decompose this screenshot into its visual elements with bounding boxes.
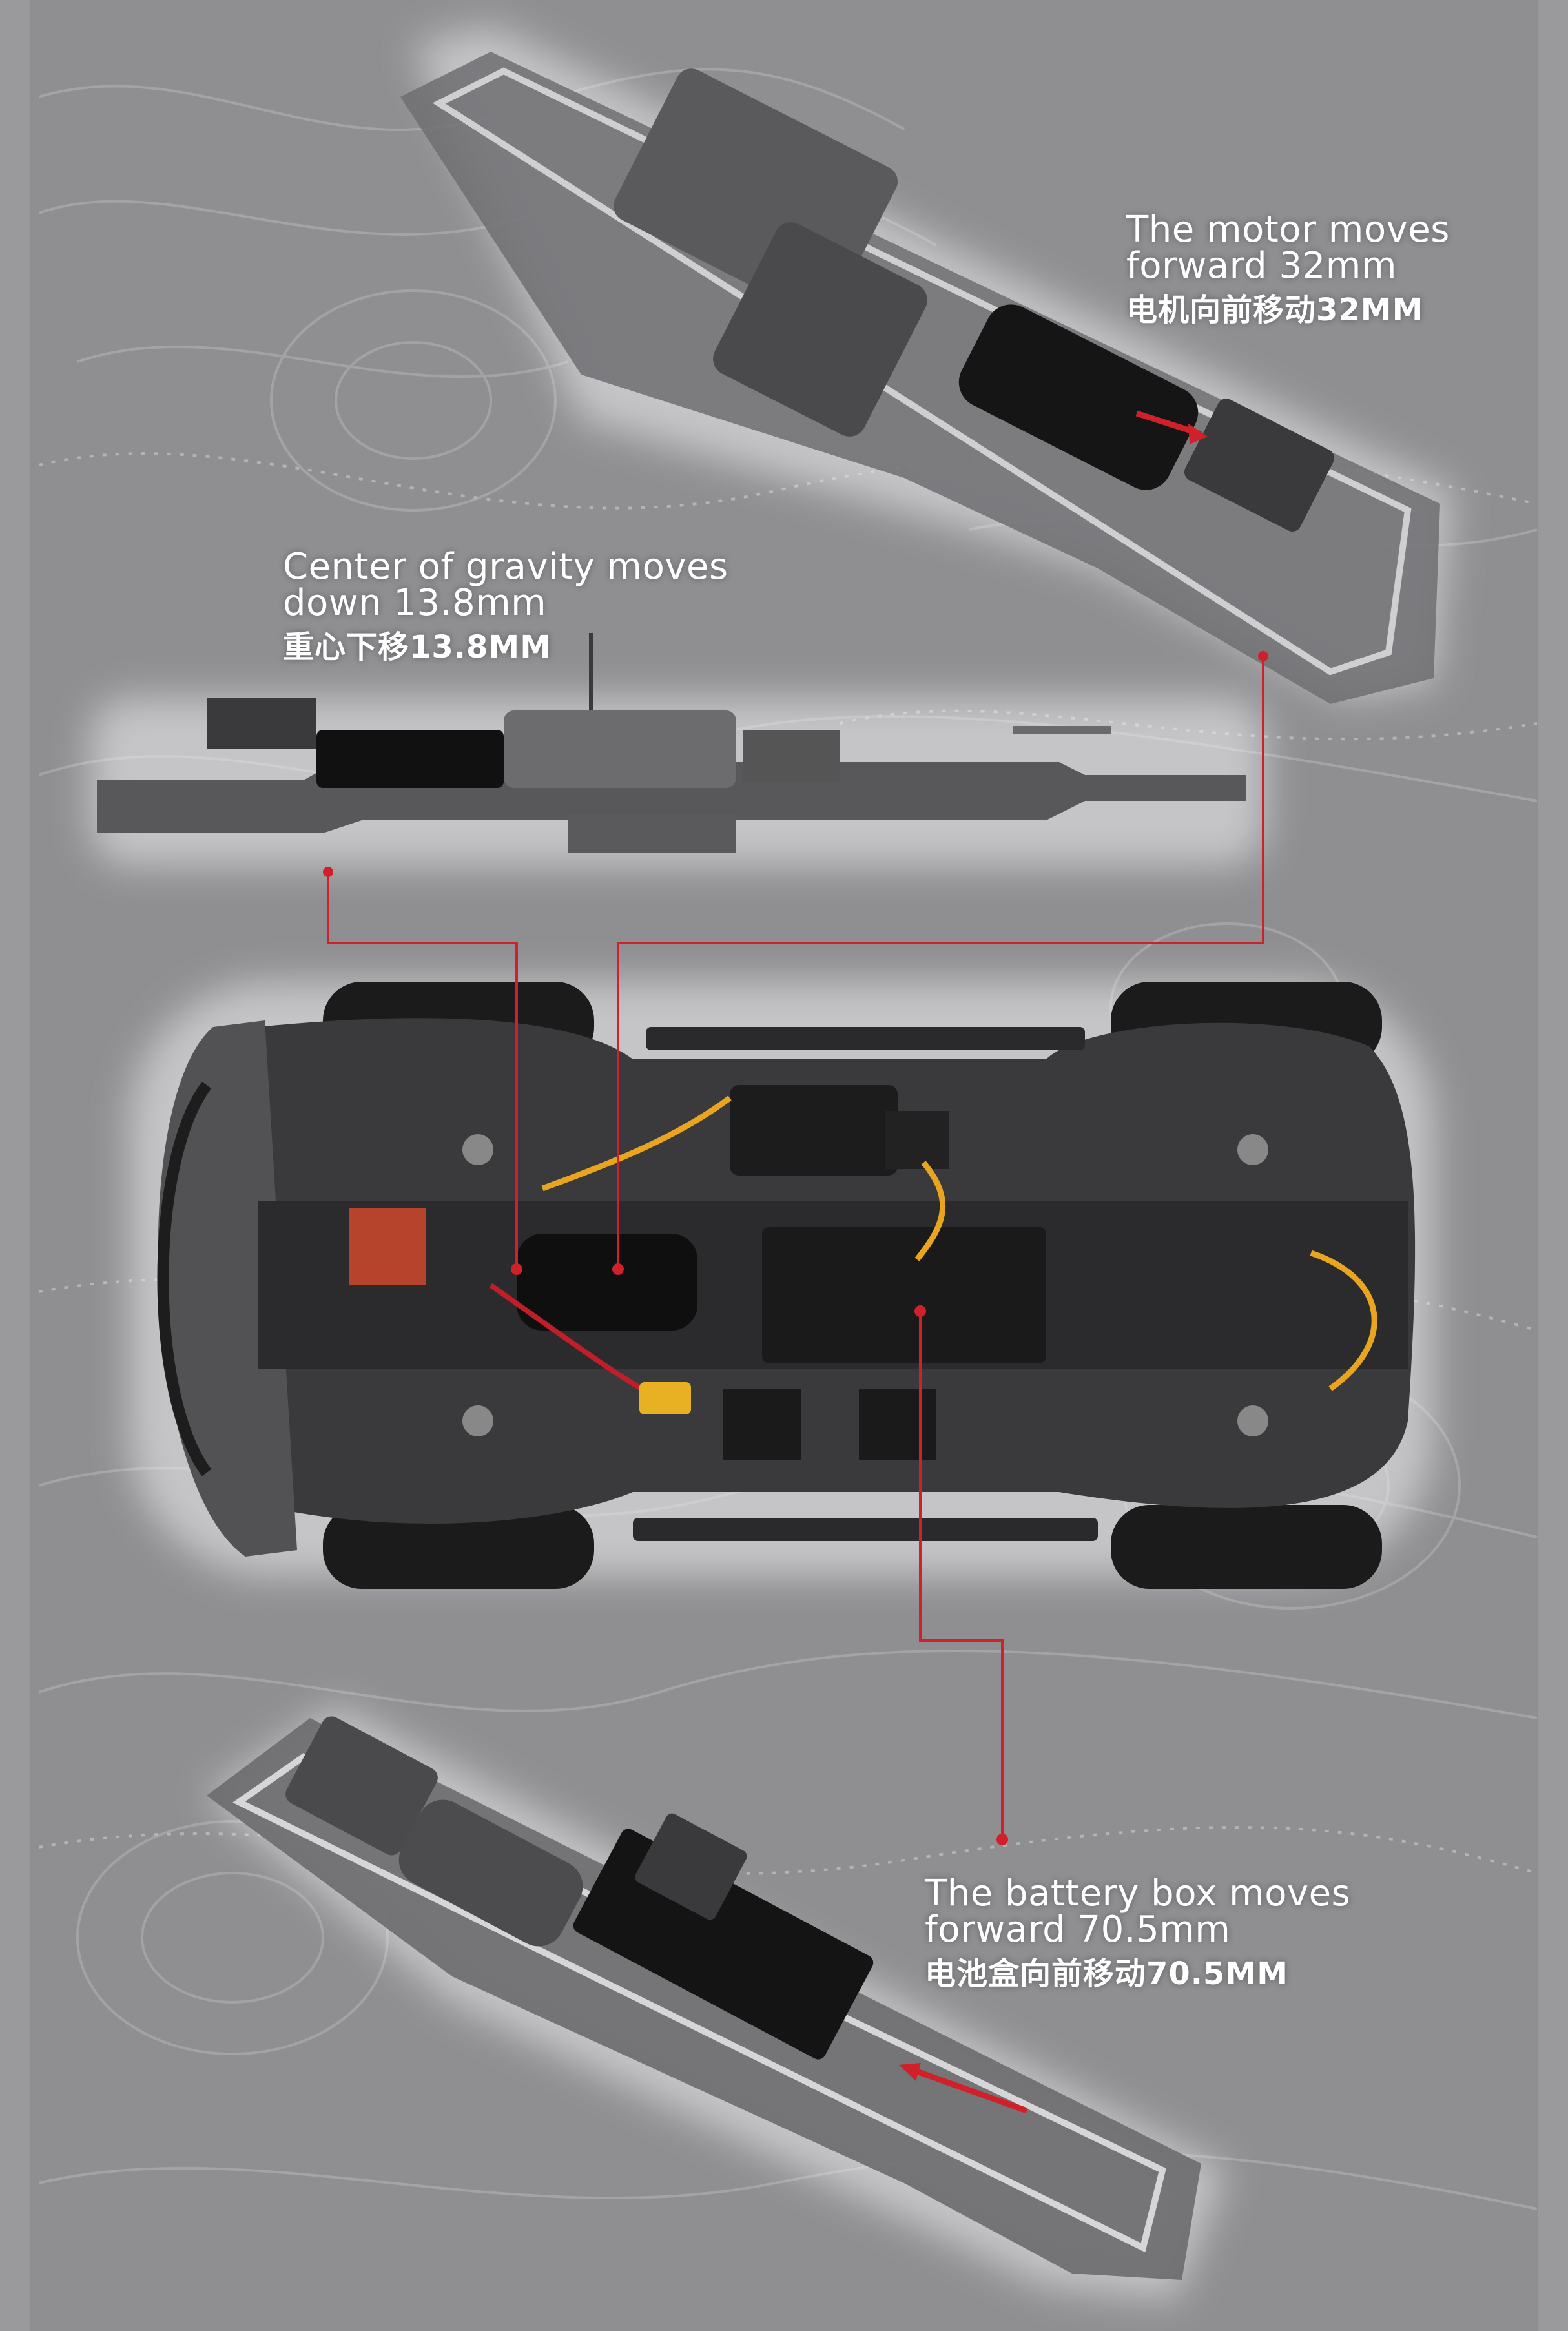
callout-lines bbox=[327, 656, 1264, 1834]
battery-annotation: The battery box moves forward 70.5mm 电池盒… bbox=[925, 1872, 1351, 1992]
gravity-annotation-cn: 重心下移13.8MM bbox=[283, 629, 552, 665]
motor-annotation: The motor moves forward 32mm 电机向前移动32MM bbox=[1126, 212, 1450, 326]
vehicle-underside bbox=[157, 982, 1416, 1589]
motor-annotation-cn: 电机向前移动32MM bbox=[1126, 292, 1424, 328]
motor-annotation-line2: forward 32mm bbox=[1126, 245, 1397, 287]
battery-annotation-line2: forward 70.5mm bbox=[925, 1909, 1231, 1951]
chassis-bottom-isometric bbox=[207, 1716, 1201, 2280]
chassis-side-profile bbox=[97, 633, 1246, 853]
gravity-annotation-line2: down 13.8mm bbox=[283, 582, 547, 624]
battery-annotation-line1: The battery box moves bbox=[925, 1872, 1351, 1914]
left-border bbox=[0, 0, 30, 2331]
battery-annotation-cn: 电池盒向前移动70.5MM bbox=[925, 1956, 1288, 1992]
gravity-annotation: Center of gravity moves down 13.8mm 重心下移… bbox=[283, 549, 728, 663]
callout-dots bbox=[323, 651, 1268, 1845]
motor-annotation-line1: The motor moves bbox=[1126, 209, 1450, 251]
right-border bbox=[1538, 0, 1568, 2331]
gravity-annotation-line1: Center of gravity moves bbox=[283, 546, 728, 588]
chassis-top-isometric bbox=[400, 52, 1440, 704]
